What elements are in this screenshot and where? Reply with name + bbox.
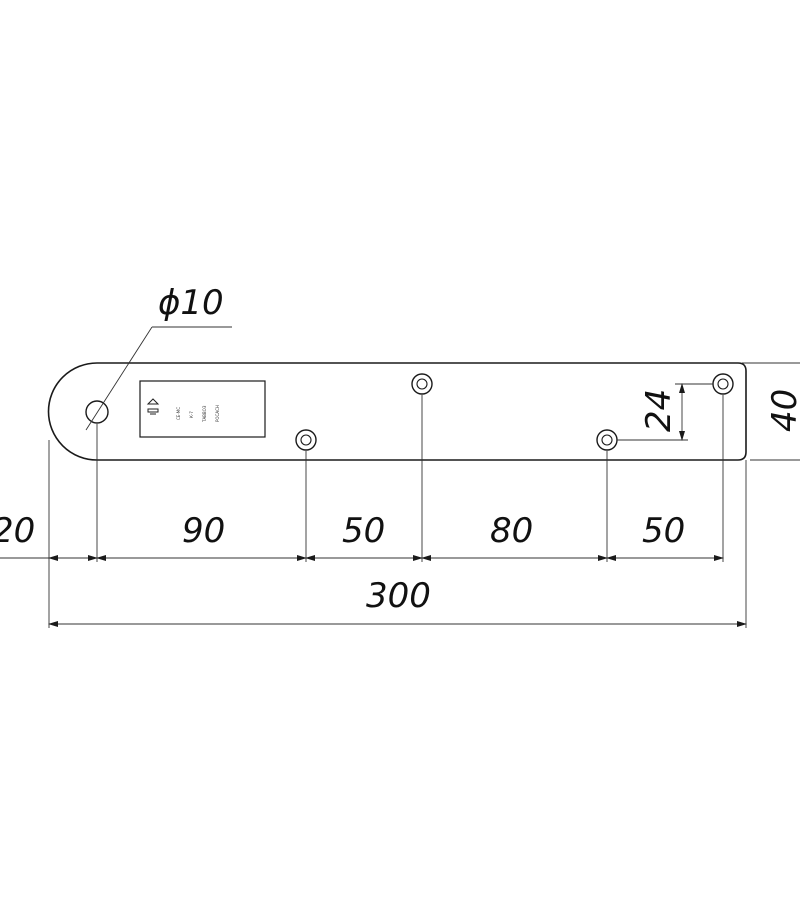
extension-lines [48,395,747,628]
label-plate: СЕ-МС К-7 ТАВВОЗ РОСАСН [139,380,266,438]
dimension-50-a: 50 [342,511,385,551]
label-line-3: ТАВВОЗ [202,405,207,423]
dimension-80: 80 [490,511,533,551]
dimension-90: 90 [182,511,225,551]
bar-outline [47,362,747,461]
dimension-20: 20 [0,511,35,551]
countersunk-hole-4 [712,373,734,395]
dimension-24: 24 [639,389,679,432]
countersunk-hole-1 [295,429,317,451]
dimension-50-b: 50 [642,511,685,551]
countersunk-hole-2 [411,373,433,395]
logo-icon [146,398,160,415]
dimension-40: 40 [765,389,800,432]
label-line-4: РОСАСН [215,405,220,422]
dimension-24-lines [617,383,713,441]
dimension-40-lines [742,362,800,461]
diameter-label: ϕ10 [158,283,224,323]
label-line-1: СЕ-МС [176,407,181,420]
dimension-300: 300 [366,576,431,616]
label-line-2: К-7 [189,411,194,418]
countersunk-hole-3 [596,429,618,451]
diameter-leader: ϕ10 [85,283,232,431]
